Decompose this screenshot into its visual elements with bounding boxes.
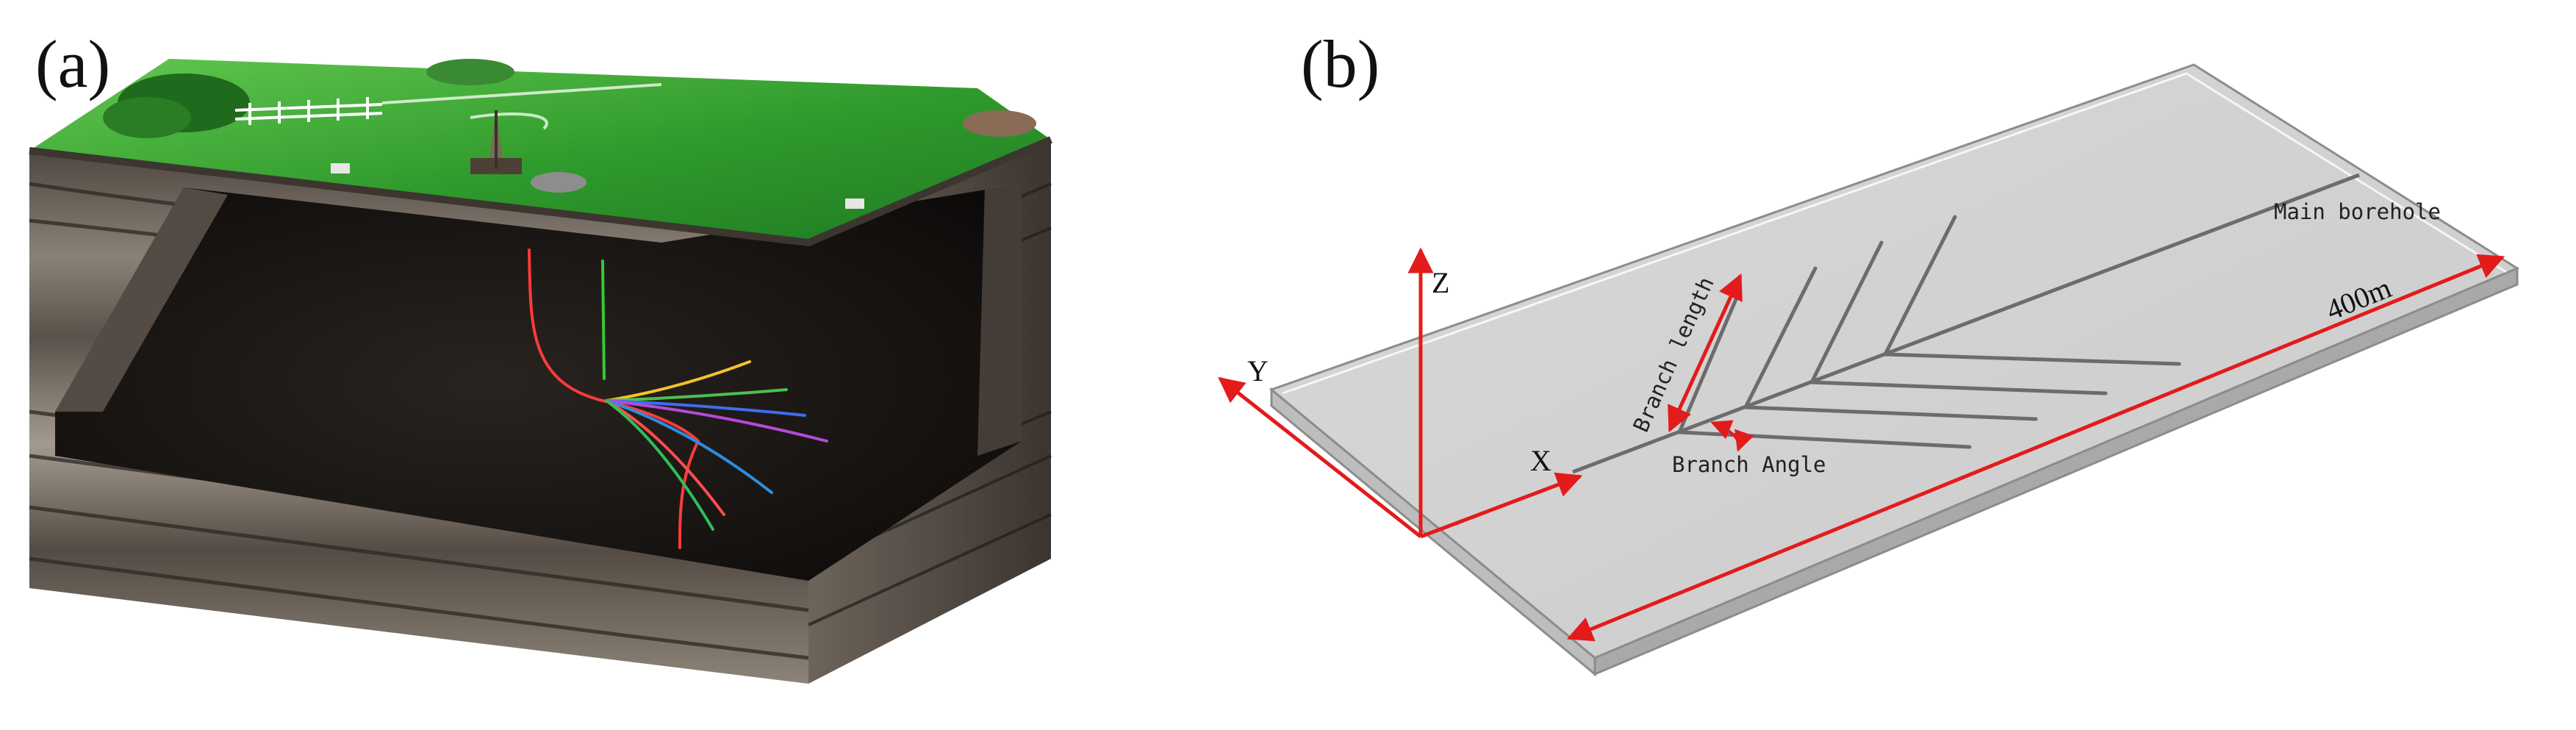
- length-dimension-arrow: [1566, 254, 2505, 642]
- main-well: [528, 248, 700, 549]
- drilling-rig: [470, 110, 522, 174]
- panel-a-illustration: (a): [29, 26, 1052, 684]
- branch-angle-label: Branch Angle: [1672, 452, 1826, 477]
- cavity-slope-right: [977, 184, 1022, 456]
- main-borehole-label: Main borehole: [2274, 199, 2441, 224]
- lateral-branch-6: [605, 399, 725, 516]
- z-axis-label: Z: [1432, 266, 1449, 299]
- x-axis-arrow: [1420, 472, 1583, 539]
- panel-b-diagram: (b): [1218, 26, 2520, 677]
- lateral-branch-2: [605, 388, 788, 402]
- x-axis-label: X: [1530, 444, 1551, 477]
- multilateral-wells: [528, 248, 828, 549]
- tree-cluster: [103, 59, 514, 138]
- reservoir-cavity: [55, 184, 1022, 581]
- surface-equipment: [331, 163, 864, 209]
- field-lines: [381, 83, 662, 130]
- lateral-branch-3: [605, 399, 806, 417]
- fence: [234, 97, 383, 125]
- lateral-branch-4: [605, 399, 828, 443]
- grass-surface: [29, 59, 1051, 243]
- panel-b-label: (b): [1301, 26, 1380, 101]
- y-axis-arrow: [1218, 376, 1422, 538]
- lateral-branch-7: [605, 399, 714, 531]
- grass-edge: [29, 136, 1052, 247]
- y-axis-label: Y: [1247, 354, 1269, 387]
- cavity-slope-left: [55, 187, 228, 412]
- rock-outcrop: [531, 110, 1036, 193]
- lateral-branch-5: [605, 399, 773, 494]
- panel-a-label: (a): [35, 26, 110, 101]
- vertical-well: [601, 260, 606, 380]
- coordinate-axes: [1218, 247, 1583, 539]
- lateral-branch-1: [605, 360, 751, 402]
